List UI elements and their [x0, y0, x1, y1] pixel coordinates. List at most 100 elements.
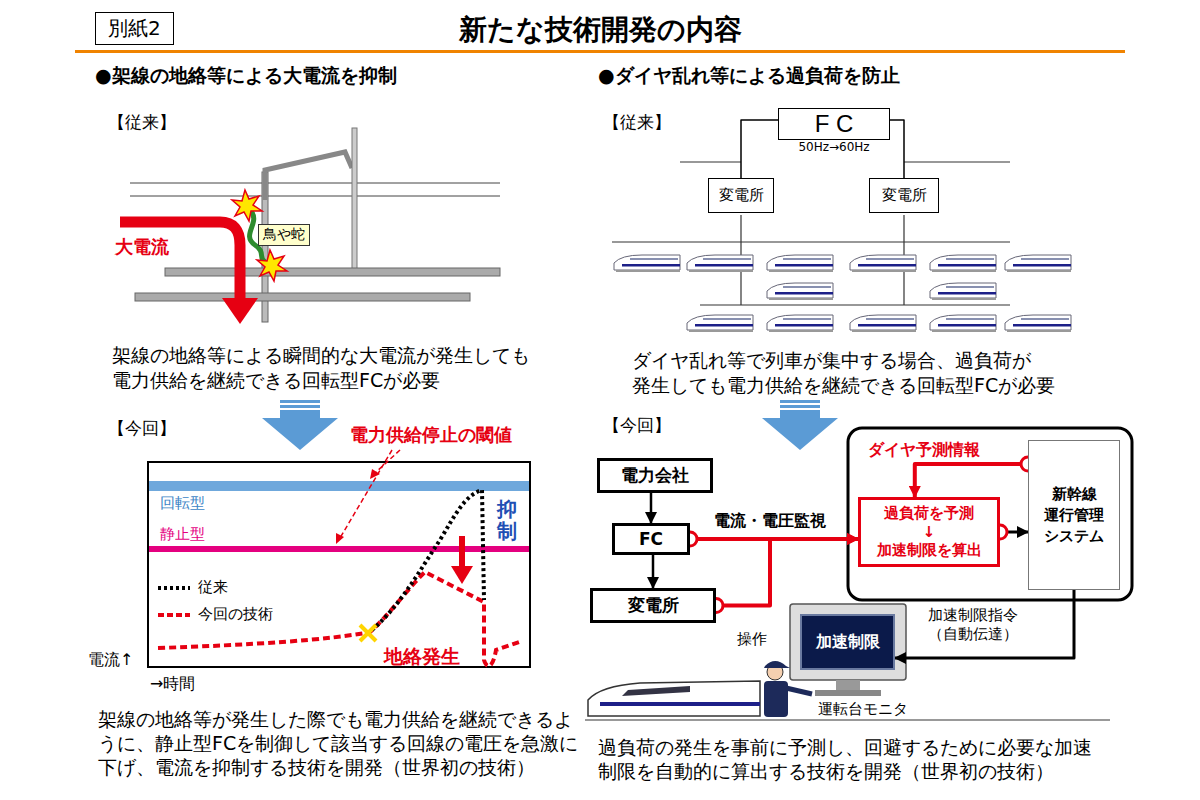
- connector: [652, 555, 655, 588]
- large-current-arrow: [120, 222, 240, 300]
- substation-box: 変電所: [869, 178, 939, 213]
- substation-box: 変電所: [708, 178, 774, 213]
- suppress-arrow: [451, 566, 473, 584]
- legend-sample: [158, 586, 190, 590]
- text-label: 架線の地絡等による瞬間的な大電流が発生しても 電力供給を継続できる回転型FCが必…: [112, 343, 592, 392]
- connector: [895, 590, 1074, 658]
- text-label: →時間: [150, 674, 195, 694]
- connector: [650, 493, 653, 523]
- text-label: 【従来】: [108, 112, 176, 133]
- node-text: F C: [778, 108, 890, 140]
- connector: [716, 539, 858, 606]
- flow-arrow: [280, 405, 320, 408]
- pole: [352, 128, 357, 270]
- leader-line: [340, 450, 392, 538]
- text-label: 【今回】: [108, 418, 176, 439]
- feeder-line: [904, 161, 1010, 162]
- node-text: 別紙2: [108, 15, 161, 42]
- floor-line: [585, 719, 1110, 721]
- driver-body: [764, 681, 788, 717]
- text-label: 静止型: [160, 525, 205, 544]
- spark: [232, 190, 262, 221]
- text-label: 過負荷の発生を事前に予測し、回避するために必要な加速制限を自動的に算出する技術を…: [598, 736, 1098, 784]
- leader-line: [374, 450, 400, 474]
- text-label: ●架線の地絡等による大電流を抑制: [95, 64, 397, 88]
- overhead-wire: [130, 183, 500, 184]
- flow-arrow: [262, 418, 338, 450]
- sheet-tag: 別紙2: [95, 12, 174, 45]
- train: [687, 315, 753, 332]
- page-title: 新たな技術開発の内容: [300, 12, 900, 47]
- node-text: 変電所: [593, 594, 713, 617]
- rotary-threshold-band: [149, 481, 529, 491]
- power-company-box: 電力会社: [597, 458, 713, 493]
- suppress-arrow: [459, 536, 465, 568]
- node-text: 新幹線 運行管理 システム: [1036, 484, 1112, 547]
- monitor-bezel: [790, 604, 906, 680]
- node-text: 変電所: [709, 186, 773, 205]
- text-label: 電流↑: [88, 650, 133, 670]
- node-text: FC: [615, 529, 687, 549]
- node-text: 変電所: [870, 186, 938, 205]
- node-text: 過負荷を予測 ↓ 加速制限を算出: [871, 504, 987, 560]
- text-label: 架線の地絡等が発生した際でも電力供給を継続できるように、静止型FCを制御して該当…: [98, 708, 580, 779]
- legend-sample: [158, 613, 190, 617]
- text-label: 抑制: [497, 498, 517, 542]
- text-label: 運転台モニタ: [818, 700, 908, 719]
- rail: [165, 268, 500, 276]
- text-label: 大電流: [115, 236, 169, 259]
- train: [767, 255, 833, 272]
- driver-arm: [786, 688, 812, 694]
- connector: [741, 120, 778, 178]
- train-window: [622, 686, 690, 696]
- feeder-line: [680, 161, 741, 162]
- monitor-stand: [836, 680, 860, 690]
- text-label: 地絡発生: [384, 645, 460, 669]
- header-rule: [75, 50, 1125, 53]
- leader-head: [336, 533, 344, 544]
- new-current-curve: [158, 572, 522, 666]
- fc-box: FC: [612, 523, 690, 555]
- node-text: 加速制限: [816, 632, 880, 653]
- arrow-head: [222, 298, 258, 324]
- text-label: 【今回】: [603, 415, 671, 436]
- old-current-curve: [372, 490, 484, 630]
- feeder-line: [612, 241, 1010, 242]
- train: [930, 315, 996, 332]
- spark: [257, 250, 287, 281]
- flow-arrow: [280, 410, 320, 418]
- node-text: 鳥や蛇: [263, 226, 305, 244]
- node-text: 50Hz→60Hz: [778, 140, 890, 154]
- connector: [890, 120, 904, 178]
- fault-mark: [360, 625, 376, 641]
- shinkansen-cab: [588, 681, 760, 716]
- node-text: 電力会社: [600, 464, 710, 487]
- train: [687, 255, 753, 272]
- train: [850, 315, 916, 332]
- overhead-wire: [130, 196, 500, 197]
- flow-arrow: [780, 400, 820, 403]
- predict-box: 過負荷を予測 ↓ 加速制限を算出: [858, 497, 1000, 567]
- substation-box: 変電所: [590, 588, 716, 623]
- edge-label: 加速制限指令 （自動伝達）: [912, 606, 1034, 644]
- flow-arrow: [780, 410, 820, 418]
- callout-box: 鳥や蛇: [258, 224, 310, 246]
- train: [767, 283, 833, 300]
- legend-text: 今回の技術: [198, 605, 273, 624]
- flow-arrow: [780, 405, 820, 408]
- fault-mark: [360, 625, 376, 641]
- system-group-frame: [848, 428, 1132, 600]
- train: [930, 255, 996, 272]
- static-threshold-band: [149, 546, 529, 552]
- monitor-screen: 加速制限: [800, 614, 895, 670]
- legend-text: 従来: [198, 578, 228, 597]
- train: [1005, 255, 1071, 272]
- flow-arrow: [762, 418, 838, 450]
- monitor-stand: [815, 690, 881, 696]
- edge-label: ダイヤ予測情報: [866, 440, 982, 460]
- system-box: 新幹線 運行管理 システム: [1028, 440, 1120, 590]
- train: [767, 315, 833, 332]
- edge-label: 電流・電圧監視: [712, 511, 828, 531]
- pole-arm: [265, 152, 352, 200]
